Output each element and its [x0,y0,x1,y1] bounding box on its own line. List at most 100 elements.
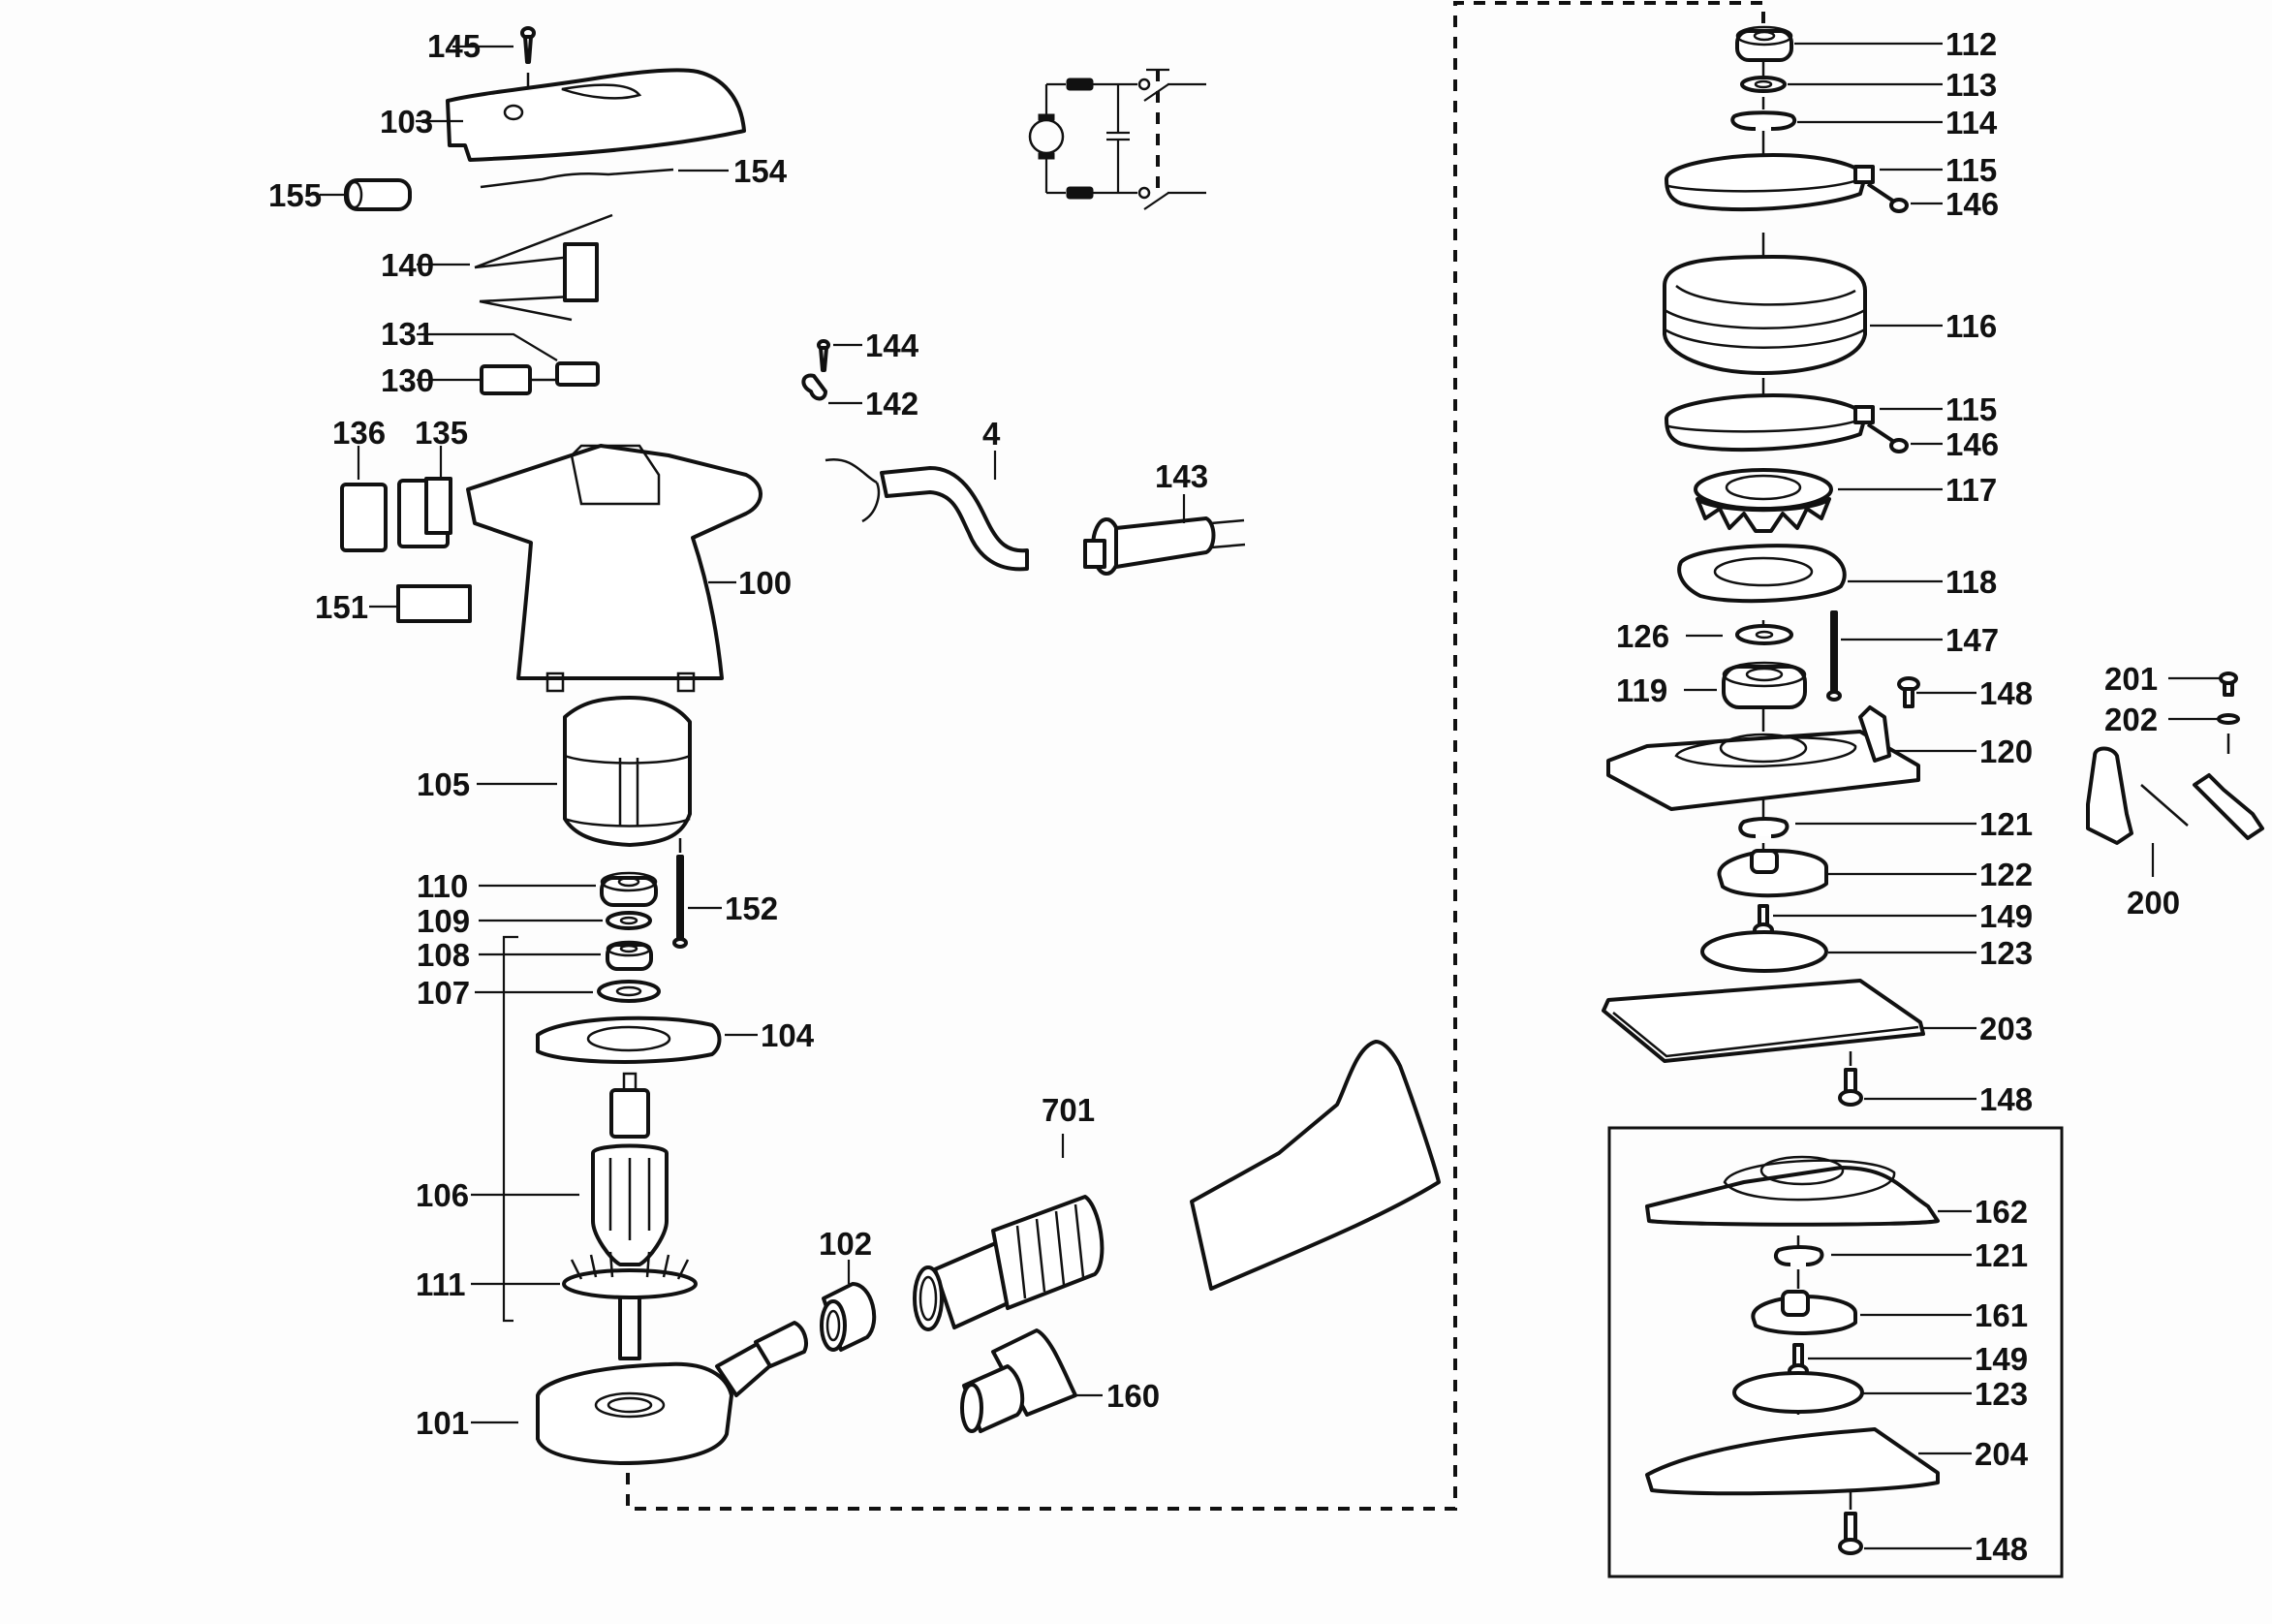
part-126-washer[interactable] [1735,624,1793,645]
part-130-brush-holder[interactable] [480,361,600,395]
label-101[interactable]: 101 [416,1405,469,1441]
label-145[interactable]: 145 [427,28,481,64]
label-115-upper[interactable]: 115 [1945,152,1997,188]
label-135[interactable]: 135 [415,415,468,451]
part-4-power-cord[interactable] [825,457,1029,572]
part-115-clamp-band-lower[interactable] [1665,393,1909,453]
label-146-lower[interactable]: 146 [1945,426,1999,462]
part-121-retaining-ring-b[interactable] [1773,1245,1824,1266]
part-136-switch-cover[interactable] [340,483,388,552]
part-155-sleeve[interactable] [344,178,412,211]
label-112[interactable]: 112 [1945,26,1997,62]
part-145-screw[interactable] [520,26,536,87]
label-148-a[interactable]: 148 [1979,675,2033,711]
label-108[interactable]: 108 [417,937,470,973]
label-115-lower[interactable]: 115 [1945,391,1997,427]
label-117[interactable]: 117 [1945,472,1997,508]
part-203-rectangular-pad[interactable] [1602,979,1925,1063]
part-115-clamp-band-upper[interactable] [1665,153,1909,213]
label-202[interactable]: 202 [2104,702,2158,737]
part-114-retaining-ring[interactable] [1730,110,1797,131]
part-111-fan[interactable] [562,1251,698,1299]
label-148-b[interactable]: 148 [1979,1081,2033,1117]
label-143[interactable]: 143 [1155,458,1208,494]
label-140[interactable]: 140 [381,247,434,283]
part-148-screw-b[interactable] [1838,1051,1863,1107]
part-104-baffle-plate[interactable] [536,1015,722,1064]
part-131-carbon-brush[interactable] [555,361,600,387]
label-203[interactable]: 203 [1979,1011,2033,1046]
part-102-dust-port-adapter[interactable] [820,1282,877,1352]
label-200[interactable]: 200 [2127,885,2180,921]
label-105[interactable]: 105 [417,766,470,802]
part-103-top-cover[interactable] [446,68,746,162]
label-130[interactable]: 130 [381,362,434,398]
part-116-bellows-seal[interactable] [1663,255,1867,375]
label-106[interactable]: 106 [416,1177,469,1213]
label-160[interactable]: 160 [1106,1378,1160,1414]
part-140-capacitor[interactable] [474,213,613,322]
part-107-washer[interactable] [597,980,661,1003]
label-104[interactable]: 104 [761,1017,815,1053]
label-147[interactable]: 147 [1945,622,1999,658]
part-120-platen-carrier[interactable] [1606,705,1920,811]
label-161[interactable]: 161 [1975,1297,2028,1333]
label-103[interactable]: 103 [380,104,433,140]
part-106-armature[interactable] [591,1072,669,1360]
label-162[interactable]: 162 [1975,1194,2028,1230]
part-161-counterweight[interactable] [1751,1290,1857,1335]
label-122[interactable]: 122 [1979,857,2033,892]
label-113[interactable]: 113 [1945,67,1997,103]
label-148-c[interactable]: 148 [1975,1531,2028,1567]
part-204-detail-pad[interactable] [1645,1427,1940,1496]
part-113-washer[interactable] [1740,76,1787,93]
part-201-screw[interactable] [2219,671,2238,697]
label-100[interactable]: 100 [738,565,792,601]
label-102[interactable]: 102 [819,1226,872,1262]
part-117-eccentric-fan[interactable] [1694,468,1833,533]
label-111[interactable]: 111 [416,1266,465,1302]
label-149-a[interactable]: 149 [1979,898,2033,934]
part-154-lead-wire[interactable] [480,168,674,189]
part-135-switch[interactable] [397,477,452,548]
label-120[interactable]: 120 [1979,734,2033,769]
label-154[interactable]: 154 [733,153,788,189]
label-131[interactable]: 131 [381,316,434,352]
part-108-bearing[interactable] [606,940,653,971]
part-151-nameplate[interactable] [396,584,472,623]
label-121-a[interactable]: 121 [1979,806,2033,842]
part-143-cord-protector[interactable] [1083,516,1246,576]
label-149-b[interactable]: 149 [1975,1341,2028,1377]
part-100-motor-housing[interactable] [466,444,763,693]
label-4[interactable]: 4 [982,416,1001,452]
part-122-counterweight[interactable] [1717,849,1828,898]
label-201[interactable]: 201 [2104,661,2158,697]
label-151[interactable]: 151 [315,589,368,625]
part-152-screw[interactable] [672,838,688,949]
part-144-screw[interactable] [817,339,830,372]
label-114[interactable]: 114 [1945,105,1998,141]
part-109-washer[interactable] [606,911,652,930]
part-121-retaining-ring-a[interactable] [1738,817,1790,838]
part-148-screw-c[interactable] [1838,1512,1863,1555]
label-119[interactable]: 119 [1616,672,1667,708]
label-136[interactable]: 136 [332,415,386,451]
part-200-paper-clamp[interactable] [2086,746,2264,845]
part-142-cord-clamp[interactable] [801,373,827,401]
label-118[interactable]: 118 [1945,564,1997,600]
part-147-screw[interactable] [1826,610,1842,702]
part-110-bearing[interactable] [600,871,658,907]
label-146-upper[interactable]: 146 [1945,186,1999,222]
part-118-plate[interactable] [1677,544,1847,604]
part-701-dust-bag[interactable] [913,1040,1441,1331]
label-155[interactable]: 155 [268,177,322,213]
part-162-detail-platen-carrier[interactable] [1645,1155,1940,1227]
part-160-vacuum-adapter[interactable] [960,1328,1077,1433]
label-152[interactable]: 152 [725,890,778,926]
label-701[interactable]: 701 [1042,1092,1095,1128]
label-123-a[interactable]: 123 [1979,935,2033,971]
part-123-o-ring-a[interactable] [1700,930,1828,973]
label-142[interactable]: 142 [865,386,918,422]
label-116[interactable]: 116 [1945,308,1997,344]
part-202-washer[interactable] [2217,713,2240,725]
